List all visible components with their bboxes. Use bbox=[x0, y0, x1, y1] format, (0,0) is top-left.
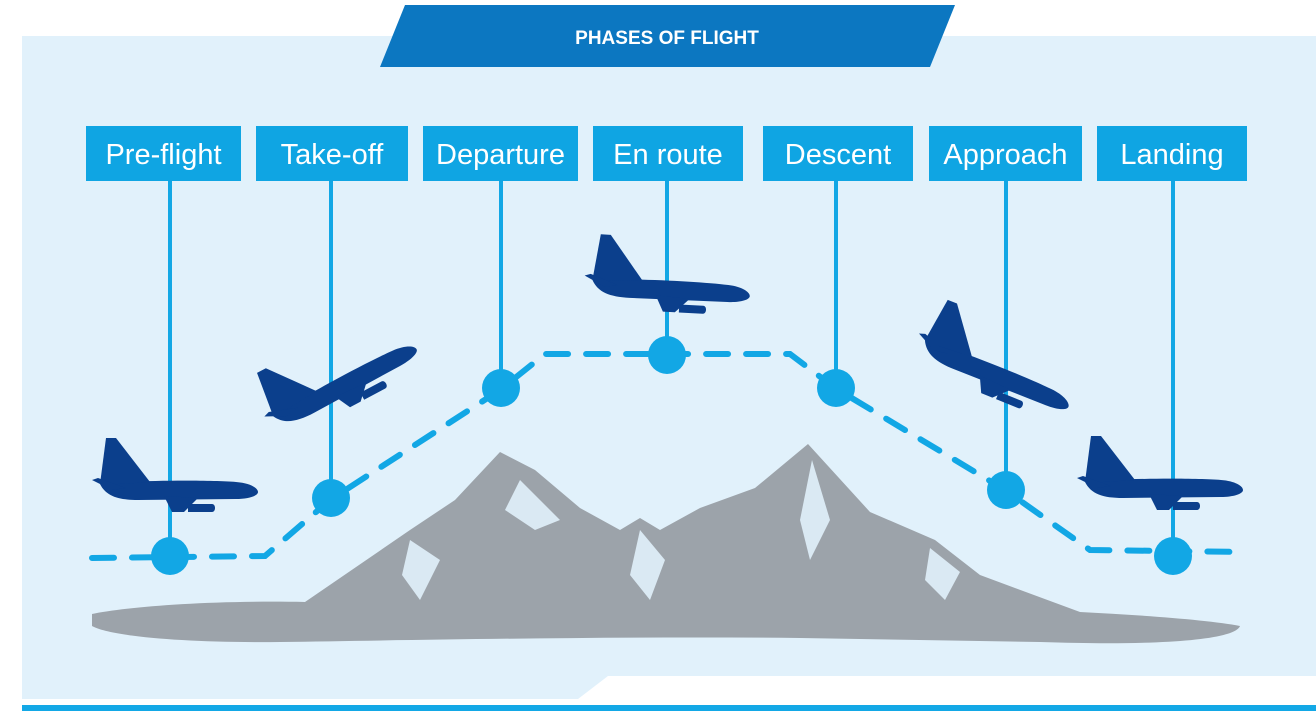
phase-label-take-off: Take-off bbox=[256, 126, 408, 181]
phase-label-text: Pre-flight bbox=[105, 139, 221, 171]
phase-label-landing: Landing bbox=[1097, 126, 1247, 181]
bottom-rule bbox=[22, 705, 1316, 711]
dot-en-route bbox=[648, 336, 686, 374]
dot-take-off bbox=[312, 479, 350, 517]
title-banner bbox=[380, 5, 955, 67]
mountain-range bbox=[92, 444, 1240, 644]
phase-label-approach: Approach bbox=[929, 126, 1082, 181]
dot-departure bbox=[482, 369, 520, 407]
phase-label-text: En route bbox=[613, 139, 723, 171]
phase-label-en-route: En route bbox=[593, 126, 743, 181]
phase-markers bbox=[151, 336, 1192, 575]
dot-landing bbox=[1154, 537, 1192, 575]
phase-label-text: Take-off bbox=[281, 139, 385, 171]
phase-label-text: Approach bbox=[943, 139, 1067, 171]
dot-pre-flight bbox=[151, 537, 189, 575]
phase-label-departure: Departure bbox=[423, 126, 578, 181]
phase-label-descent: Descent bbox=[763, 126, 913, 181]
phase-label-pre-flight: Pre-flight bbox=[86, 126, 241, 181]
phase-label-text: Landing bbox=[1120, 139, 1223, 171]
dot-approach bbox=[987, 471, 1025, 509]
dot-descent bbox=[817, 369, 855, 407]
phase-label-text: Descent bbox=[785, 139, 891, 171]
phase-labels: Pre-flight Take-off Departure En route D… bbox=[86, 126, 1247, 181]
phase-label-text: Departure bbox=[436, 139, 565, 171]
diagram-title: PHASES OF FLIGHT bbox=[575, 28, 759, 49]
